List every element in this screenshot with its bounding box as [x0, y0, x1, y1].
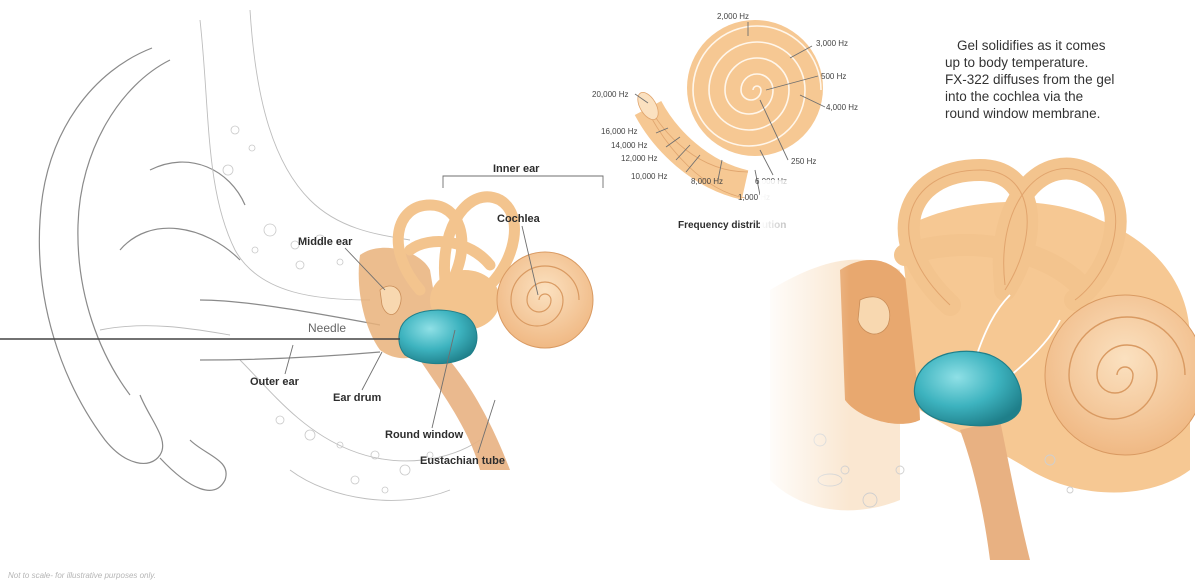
hz-4000: 4,000 Hz [826, 103, 858, 112]
inner-ear-illustration [359, 176, 603, 470]
gel-closeup-illustration [760, 169, 1195, 580]
label-middle-ear: Middle ear [298, 236, 353, 248]
hz-16000: 16,000 Hz [601, 127, 637, 136]
caption-line-3: FX-322 diffuses from the gel [945, 72, 1114, 87]
label-outer-ear: Outer ear [250, 376, 300, 388]
hz-250: 250 Hz [791, 157, 816, 166]
label-cochlea: Cochlea [497, 213, 541, 225]
label-eustachian-tube: Eustachian tube [420, 455, 505, 467]
hz-14000: 14,000 Hz [611, 141, 647, 150]
caption: Gel solidifies as it comes up to body te… [945, 38, 1114, 121]
hz-2000: 2,000 Hz [717, 12, 749, 21]
label-round-window: Round window [385, 429, 464, 441]
label-needle: Needle [308, 321, 346, 335]
cochlea-spiral [497, 252, 593, 348]
gel-deposit [399, 310, 477, 364]
hz-8000: 8,000 Hz [691, 177, 723, 186]
hz-20000: 20,000 Hz [592, 90, 628, 99]
label-inner-ear: Inner ear [493, 163, 540, 175]
hz-10000: 10,000 Hz [631, 172, 667, 181]
label-ear-drum: Ear drum [333, 392, 382, 404]
caption-line-4: into the cochlea via the [945, 89, 1083, 104]
caption-line-5: round window membrane. [945, 106, 1100, 121]
caption-line-1: Gel solidifies as it comes [957, 38, 1106, 53]
hz-500: 500 Hz [821, 72, 846, 81]
hz-12000: 12,000 Hz [621, 154, 657, 163]
footnote: Not to scale- for illustrative purposes … [8, 571, 156, 580]
hz-3000: 3,000 Hz [816, 39, 848, 48]
caption-line-2: up to body temperature. [945, 55, 1088, 70]
